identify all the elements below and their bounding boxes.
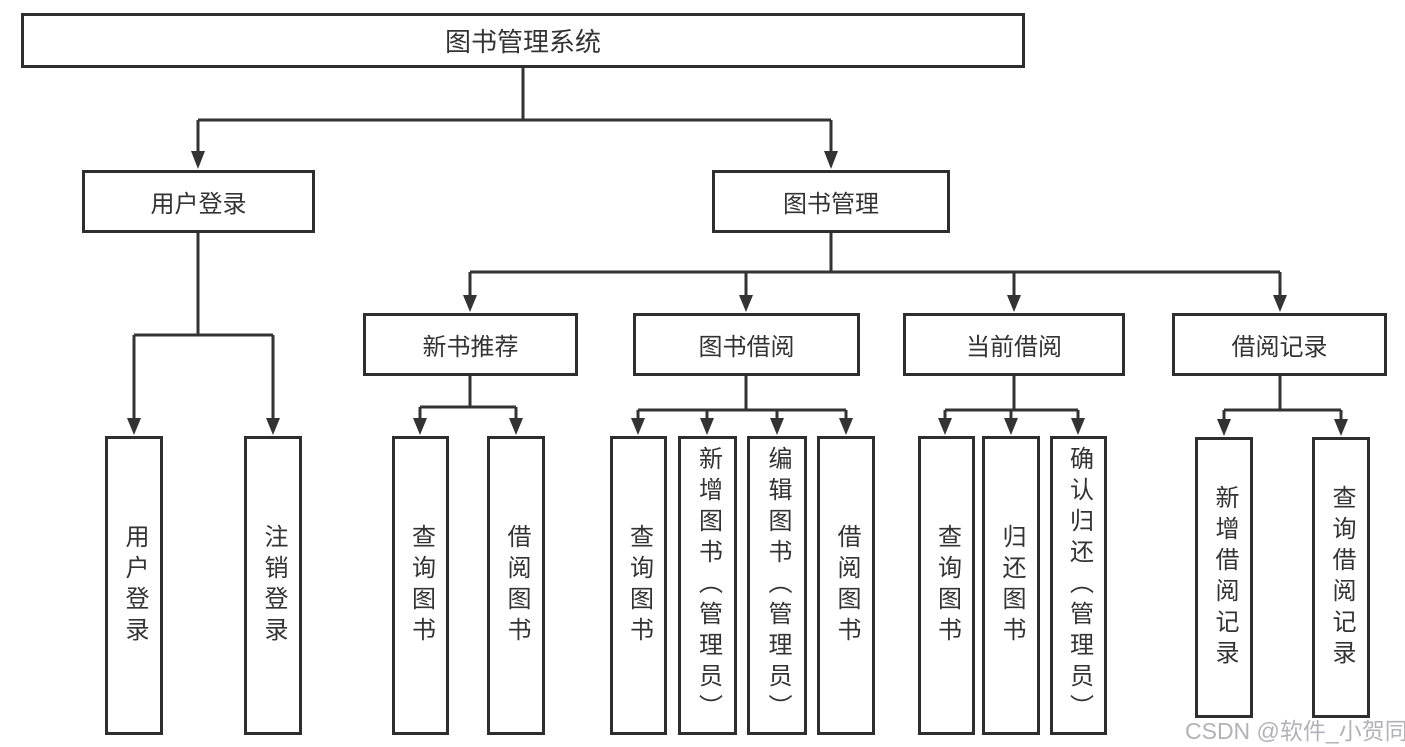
arrowheads-book-borrow-branch [631,418,853,435]
leaf-query-book-1: 查询图书 [392,436,449,735]
leaf-borrow-book-2: 借阅图书 [817,436,875,735]
leaf-borrow-book-2-label: 借阅图书 [833,523,860,648]
arrowheads-book-mgmt-branch [463,295,1287,312]
connector-borrow-records-branch [1222,376,1343,420]
leaf-add-borrow-record: 新增借阅记录 [1195,437,1253,718]
connector-book-borrow-branch [636,376,848,420]
leaf-return-book-label: 归还图书 [998,523,1025,648]
leaf-edit-book: 编辑图书（管理员） [747,436,807,735]
leaf-borrow-book-1: 借阅图书 [487,436,545,735]
node-root: 图书管理系统 [21,13,1025,68]
arrowheads-current-borrow-branch [938,418,1085,435]
leaf-logout-label: 注销登录 [260,523,287,648]
node-user-login-label: 用户登录 [150,191,247,218]
leaf-user-login: 用户登录 [105,436,163,735]
leaf-query-borrow-record-label: 查询借阅记录 [1328,484,1355,671]
leaf-query-book-3: 查询图书 [918,436,975,735]
arrowheads-user-login-branch [127,418,280,435]
node-borrow-records: 借阅记录 [1172,313,1387,376]
leaf-logout: 注销登录 [244,436,302,735]
node-book-mgmt-label: 图书管理 [783,191,879,218]
leaf-return-book: 归还图书 [982,436,1040,735]
connector-new-book-rec-branch [418,376,518,419]
leaf-query-book-2-label: 查询图书 [625,523,653,648]
node-root-label: 图书管理系统 [444,27,601,57]
node-borrow-records-label: 借阅记录 [1231,334,1328,361]
connector-current-borrow-branch [943,376,1080,420]
node-current-borrow: 当前借阅 [903,313,1125,376]
leaf-confirm-return-label: 确认归还（管理员） [1065,446,1093,725]
leaf-add-book: 新增图书（管理员） [678,436,737,735]
arrowheads-new-book-rec-branch [413,418,523,435]
leaf-add-book-label: 新增图书（管理员） [694,446,722,725]
node-book-mgmt: 图书管理 [712,170,950,233]
node-new-book-rec-label: 新书推荐 [422,334,519,361]
leaf-query-book-1-label: 查询图书 [407,523,435,648]
connector-book-mgmt-branch [468,233,1282,296]
node-user-login: 用户登录 [82,170,315,233]
node-book-borrow-label: 图书借阅 [698,334,795,361]
node-book-borrow: 图书借阅 [633,313,860,376]
watermark-text: CSDN @软件_小贺同学 [1185,718,1405,744]
leaf-user-login-label: 用户登录 [121,523,148,648]
connector-user-login-branch [132,233,275,419]
leaf-query-borrow-record: 查询借阅记录 [1312,437,1370,718]
leaf-edit-book-label: 编辑图书（管理员） [764,446,791,725]
leaf-query-book-3-label: 查询图书 [933,523,961,648]
leaf-add-borrow-record-label: 新增借阅记录 [1211,484,1238,671]
leaf-confirm-return: 确认归还（管理员） [1050,436,1107,735]
leaf-borrow-book-1-label: 借阅图书 [503,523,530,648]
node-new-book-rec: 新书推荐 [363,313,578,376]
connector-root-branch [196,68,833,152]
node-current-borrow-label: 当前借阅 [966,334,1062,361]
arrowheads-root-branch [191,151,838,169]
arrowheads-borrow-records-branch [1217,419,1348,436]
leaf-query-book-2: 查询图书 [610,436,667,735]
